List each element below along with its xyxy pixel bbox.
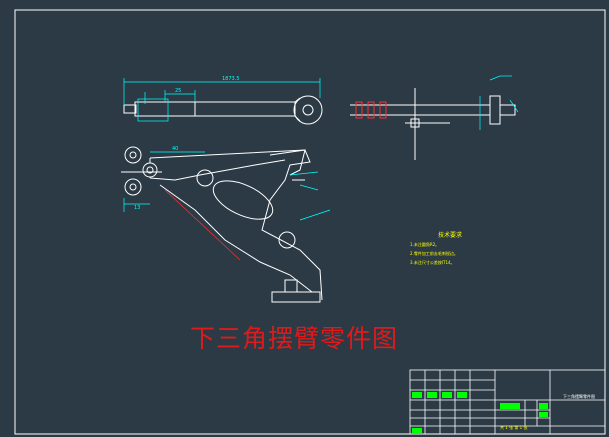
dim-40: 40 <box>172 146 178 152</box>
side-view-dimensions <box>479 75 519 130</box>
title-block-part-name: 下三角摆臂零件图 <box>563 394 595 399</box>
title-block-fills <box>412 392 548 433</box>
technical-requirements: 技术要求 1.未注圆角R2。 2.零件加工前去毛刺锐边。 3.未注尺寸公差按IT… <box>410 232 500 267</box>
main-view-arm <box>149 149 323 303</box>
main-view-dimensions <box>123 151 331 221</box>
title-block <box>409 369 606 435</box>
top-view-arm <box>123 95 323 125</box>
side-view-arm <box>350 88 516 160</box>
dim-13: 13 <box>134 205 140 211</box>
main-view-construction <box>164 189 241 261</box>
drawing-title: 下三角摆臂零件图 <box>190 324 399 353</box>
dim-25: 25 <box>175 88 181 94</box>
top-view-dimensions <box>123 78 321 122</box>
technical-requirement-item: 1.未注圆角R2。 <box>410 242 440 247</box>
dim-overall-length: 1873.5 <box>222 76 240 82</box>
side-view-red-fittings <box>355 101 387 119</box>
title-block-sheet-count: 共 1 张 第 1 张 <box>500 425 528 430</box>
bushing-group <box>121 146 162 196</box>
technical-requirement-item: 3.未注尺寸公差按IT14。 <box>410 260 455 265</box>
technical-requirements-heading: 技术要求 <box>437 232 462 239</box>
technical-requirement-item: 2.零件加工前去毛刺锐边。 <box>410 251 458 256</box>
drawing-border <box>14 9 606 435</box>
